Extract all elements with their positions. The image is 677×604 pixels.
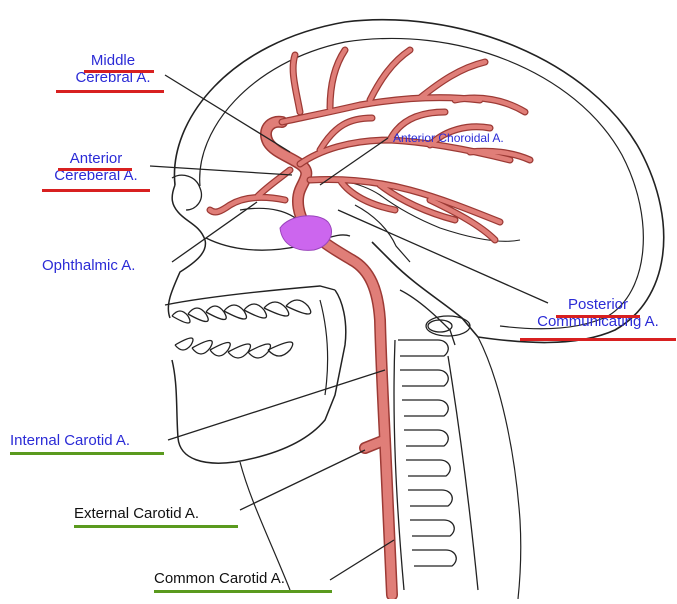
label-anterior-choroidal: Anterior Choroidal A. (393, 132, 504, 146)
skull-inner-outline (200, 38, 644, 328)
underline-green (10, 452, 164, 455)
label-anterior-cerebral-line1: Anterior (40, 150, 152, 167)
middle-cerebral-branches (282, 50, 525, 122)
label-ophthalmic: Ophthalmic A. (42, 257, 135, 274)
upper-jaw (165, 286, 335, 305)
skull-outline (174, 20, 663, 343)
underline-red (556, 315, 640, 318)
label-common-carotid: Common Carotid A. (154, 570, 285, 587)
label-external-carotid: External Carotid A. (74, 505, 199, 522)
eye-socket (172, 175, 201, 210)
underline-red (84, 70, 154, 73)
lower-teeth (175, 338, 293, 358)
neck-back-outline (478, 337, 521, 599)
label-middle-cerebral-line1: Middle (58, 52, 168, 69)
leader-anterior-cerebral (150, 166, 292, 175)
label-posterior-communicating-line1: Posterior (520, 296, 676, 313)
upper-teeth (172, 300, 311, 323)
underline-red (520, 338, 676, 341)
leader-external-carotid (240, 450, 365, 510)
underline-green (74, 525, 238, 528)
leader-common-carotid (330, 540, 394, 580)
cervical-spine (394, 290, 478, 590)
underline-red (56, 90, 164, 93)
leader-middle-cerebral (165, 75, 290, 152)
underline-green (154, 590, 332, 593)
underline-red (58, 168, 132, 171)
leader-internal-carotid (168, 370, 385, 440)
mandible (172, 290, 346, 463)
underline-red (42, 189, 150, 192)
pituitary-gland (280, 216, 332, 251)
label-posterior-communicating: Posterior Communicating A. (520, 296, 676, 331)
label-internal-carotid: Internal Carotid A. (10, 432, 130, 449)
mandible-ramus (320, 300, 328, 395)
